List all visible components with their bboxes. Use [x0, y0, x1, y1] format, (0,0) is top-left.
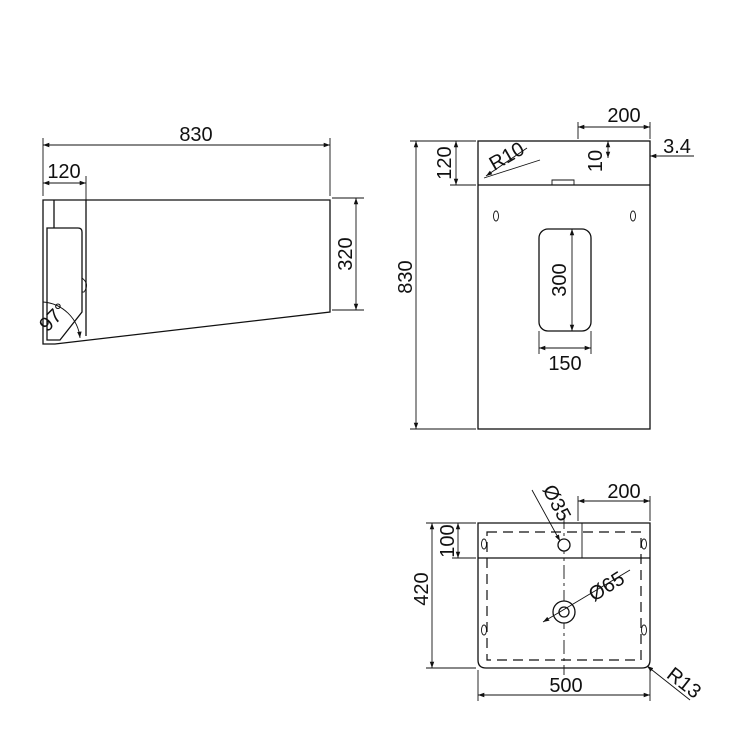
side-angle-arc [42, 301, 82, 339]
front-dim-r10-leader [485, 147, 528, 177]
front-view: 830 120 R10 200 10 3.4 300 150 [395, 105, 694, 430]
top-view: Ø35 200 100 420 Ø65 500 R13 [411, 481, 705, 703]
top-dim-200-label: 200 [607, 481, 640, 503]
side-dim-830-label: 830 [179, 124, 212, 146]
front-dim-200-label: 200 [607, 105, 640, 127]
front-view-panel [477, 140, 651, 430]
front-view-hole-right [630, 210, 636, 222]
front-dim-150-label: 150 [548, 353, 581, 375]
top-dim-35-leader [531, 489, 561, 542]
top-view-drain-outer [552, 600, 576, 624]
front-dim-3-4-label: 3.4 [663, 136, 691, 158]
front-dim-120-label: 120 [434, 146, 456, 179]
side-view: 830 120 320 97° [35, 124, 364, 345]
top-dim-r13-label: R13 [662, 663, 704, 703]
front-dim-10-label: 10 [585, 150, 607, 172]
front-view-slot [538, 228, 592, 332]
top-view-slot-tl [481, 538, 487, 550]
front-view-shelf-lip [551, 179, 575, 185]
front-view-hole-left [493, 210, 499, 222]
top-dim-35-label: Ø35 [538, 481, 575, 525]
top-dim-65-leader [542, 569, 631, 623]
side-view-body [42, 199, 331, 345]
top-view-tap-hole [557, 538, 571, 552]
top-view-slot-bl [481, 624, 487, 636]
front-dim-830-label: 830 [395, 260, 417, 293]
top-dim-r13-leader [646, 665, 691, 701]
side-view-bracket [46, 227, 83, 341]
top-view-slot-tr [641, 538, 647, 550]
top-view-outline [477, 522, 651, 669]
top-dim-420-label: 420 [411, 572, 433, 605]
front-dim-300-label: 300 [549, 263, 571, 296]
side-view-bracket-notch [81, 277, 87, 293]
front-dim-r10-label: R10 [486, 138, 529, 175]
top-view-slot-br [641, 624, 647, 636]
top-dim-65-label: Ø65 [585, 568, 629, 607]
side-dim-120-label: 120 [47, 161, 80, 183]
side-dim-320-label: 320 [335, 237, 357, 270]
top-dim-100-label: 100 [437, 524, 459, 557]
front-view-shelf-curve [483, 159, 541, 179]
top-dim-500-label: 500 [549, 675, 582, 697]
